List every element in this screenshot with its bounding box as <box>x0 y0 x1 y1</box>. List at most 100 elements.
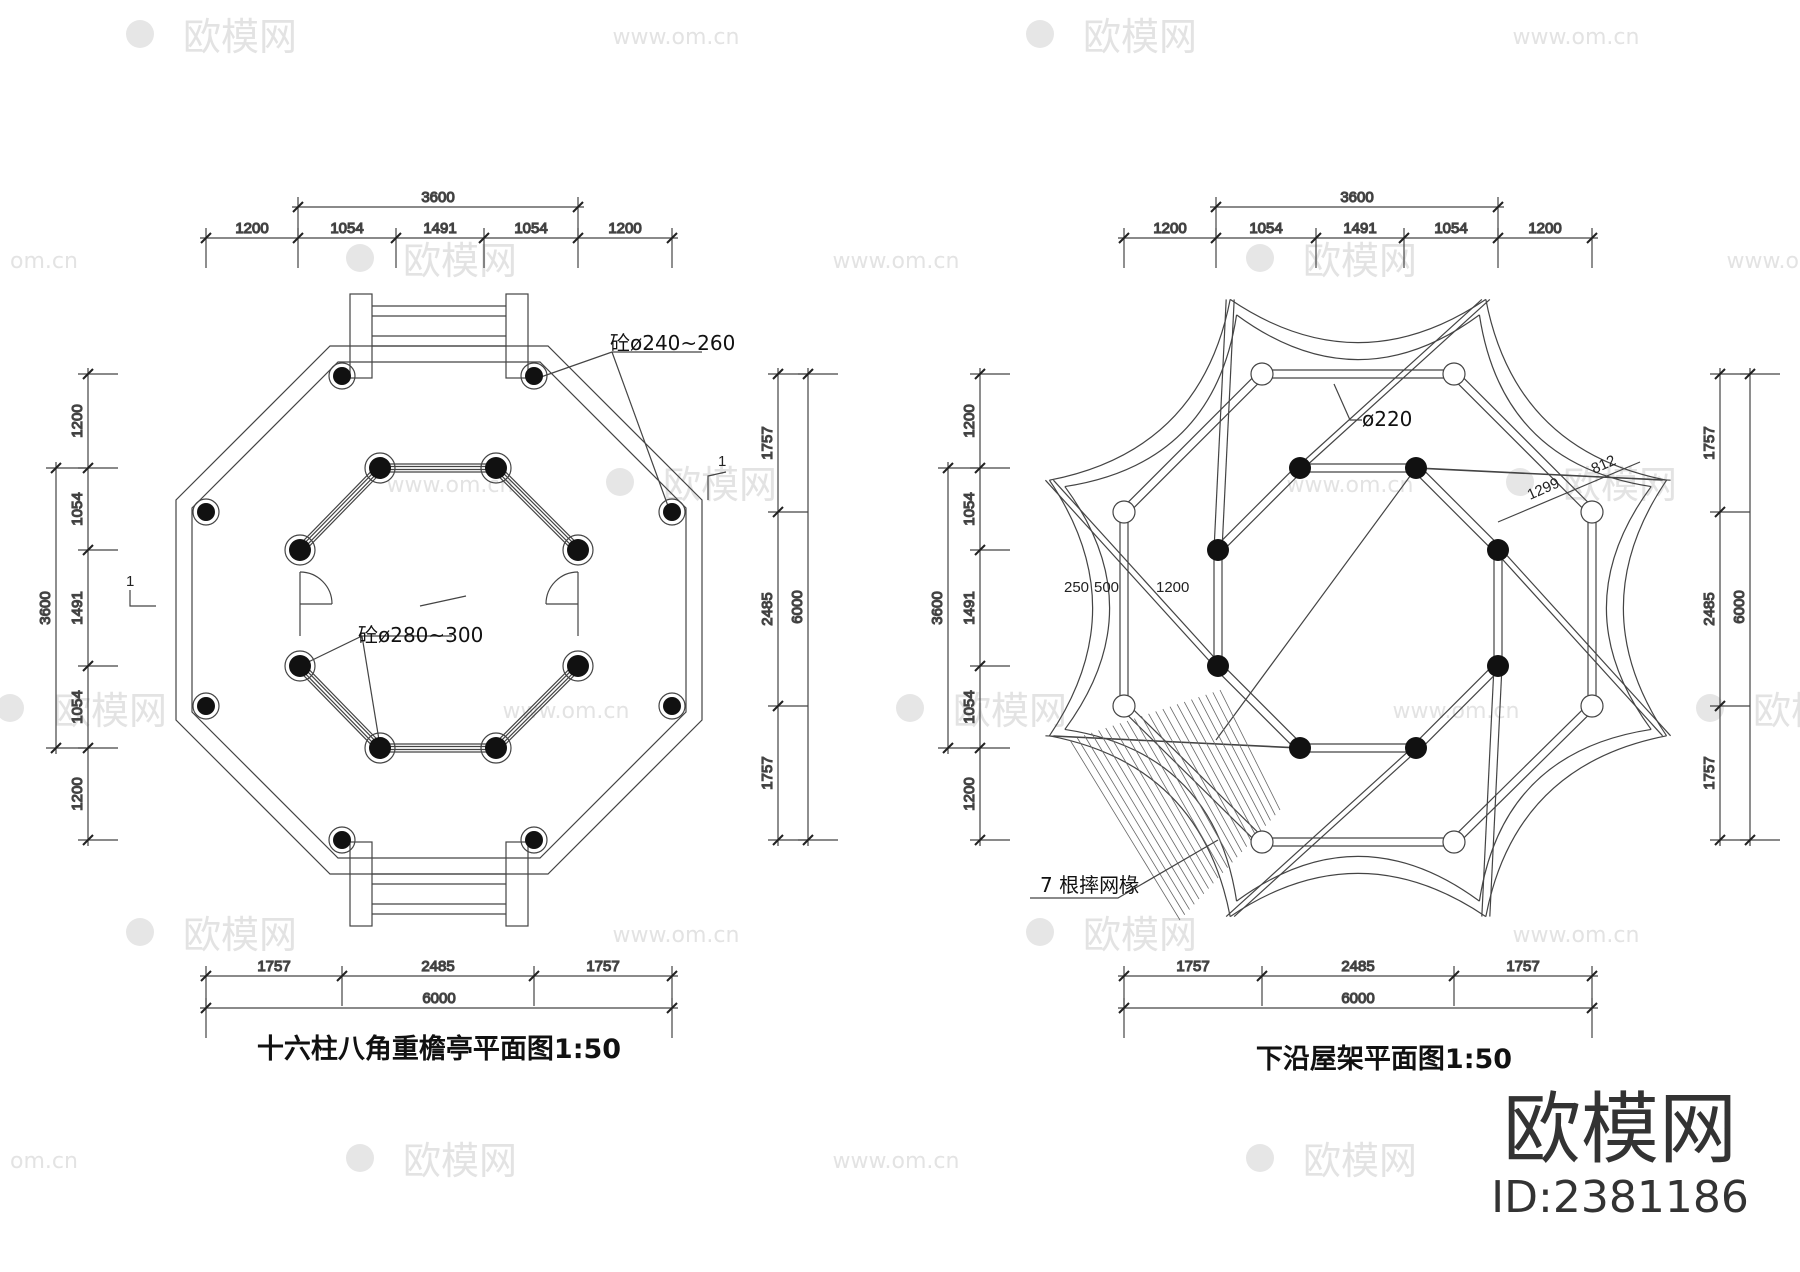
left-top-dim-tick <box>572 232 584 244</box>
watermark-url: www.om.cn <box>613 923 740 948</box>
watermark-logo: 欧模网 <box>403 239 517 283</box>
frame-outer-column <box>1442 830 1466 854</box>
right-right-overall-dim-tick <box>1744 834 1756 846</box>
left-left-dim-tick <box>82 834 94 846</box>
outer-column-label: 砼ø240~260 <box>610 331 735 355</box>
right-left-dim-tick <box>974 462 986 474</box>
rafter-hatch-line <box>1198 696 1267 826</box>
inner-wall-line <box>298 666 380 750</box>
section-mark-right <box>707 471 727 500</box>
inner-beam <box>1418 464 1502 548</box>
left-top-dim-tick <box>666 232 678 244</box>
frame-column <box>1487 539 1509 561</box>
dim-500: 500 <box>1094 579 1119 596</box>
left-bottom-dim-text: 2485 <box>421 958 454 975</box>
leader-column <box>1333 383 1362 421</box>
watermark-url-short: om.cn <box>10 249 78 274</box>
left-left-dim-tick <box>82 742 94 754</box>
roof-edge-inner <box>1478 314 1652 488</box>
rafter-hatch-line <box>1105 727 1205 895</box>
rafter-hatch-line <box>1141 715 1228 868</box>
inner-beam <box>1220 662 1304 746</box>
right-plan-columns <box>1112 362 1604 854</box>
right-right-dim-tick <box>1714 368 1726 380</box>
left-top-dim-text: 1491 <box>423 220 456 237</box>
watermark-logo-icon <box>1246 1144 1274 1172</box>
right-top-dim-text: 1200 <box>1528 220 1561 237</box>
watermark-url-short: om.cn <box>10 1149 78 1174</box>
rafter-hatch-line <box>1091 732 1195 905</box>
rafter-hatch-line <box>1191 699 1262 832</box>
hip-rafter <box>1233 747 1421 918</box>
watermark-logo: 欧模网 <box>1083 913 1197 957</box>
rafter-hatch-line <box>1148 713 1233 863</box>
hip-rafter <box>1481 665 1495 917</box>
roof-edge-inner <box>1605 486 1652 730</box>
watermark-url: www.om.cn <box>833 1149 960 1174</box>
watermark-url: www.om.cn <box>1513 25 1640 50</box>
diag-dim-line <box>1497 461 1641 523</box>
column-diameter-label: ø220 <box>1362 407 1412 431</box>
door-right <box>545 571 579 636</box>
inner-wall-line <box>300 664 382 748</box>
right-right-overall-dim-text: 6000 <box>1731 590 1748 623</box>
platform-outer-octagon <box>175 345 703 875</box>
watermark-url: www.om.cn <box>503 699 630 724</box>
outer-column <box>197 503 215 521</box>
outer-beam <box>1120 370 1260 510</box>
right-top-dim-tick <box>1586 232 1598 244</box>
left-left-overall-dim-text: 3600 <box>37 591 54 624</box>
outer-column <box>663 503 681 521</box>
inner-wall-line <box>296 668 378 752</box>
outer-beam <box>1450 376 1590 516</box>
left-left-dim-text: 1491 <box>69 591 86 624</box>
hip-rafter <box>1052 479 1223 667</box>
outer-column <box>525 367 543 385</box>
watermark-logo-icon <box>1026 20 1054 48</box>
left-top-dim-tick <box>478 232 490 244</box>
inner-beam <box>1418 668 1502 752</box>
hip-rafter <box>1221 299 1235 551</box>
outer-beam <box>1456 370 1596 510</box>
inner-wall-line <box>298 466 380 550</box>
right-left-dim-text: 1054 <box>961 690 978 723</box>
frame-outer-column <box>1580 500 1604 524</box>
rafter-label: 7 根摔网椽 <box>1040 873 1139 897</box>
watermark-logo-icon <box>1506 468 1534 496</box>
inner-column-ring <box>480 452 512 484</box>
roof-edge <box>1229 298 1487 344</box>
right-bottom-dim-tick <box>1586 970 1598 982</box>
left-top-dim-text: 1054 <box>330 220 363 237</box>
left-top-dim-tick <box>390 232 402 244</box>
watermark-logo: 欧模网 <box>953 689 1067 733</box>
watermark-url: www.om.cn <box>1287 473 1414 498</box>
roof-frame-members <box>1044 298 1672 918</box>
rafter-hatch-line <box>1112 725 1209 889</box>
right-bottom-dim-tick <box>1118 970 1130 982</box>
hip-rafter <box>1501 549 1672 737</box>
frame-outer-column <box>1250 830 1274 854</box>
rafter-hatch-line <box>1119 723 1214 884</box>
inner-column <box>485 737 507 759</box>
left-top-dim-text: 1054 <box>514 220 547 237</box>
roof-edge-inner <box>1478 728 1652 902</box>
inner-wall-line <box>492 470 576 554</box>
outer-column <box>197 697 215 715</box>
right-right-dim-text: 1757 <box>1701 756 1718 789</box>
outer-column <box>525 831 543 849</box>
frame-outer-column <box>1442 362 1466 386</box>
right-bottom-dim-tick <box>1448 970 1460 982</box>
watermark-url: www.om.cn <box>613 25 740 50</box>
left-left-overall-dim-tick <box>50 742 62 754</box>
left-right-dim-text: 1757 <box>759 426 776 459</box>
watermark-logo: 欧模网 <box>403 1139 517 1183</box>
inner-beam <box>1412 470 1496 554</box>
right-left-dim-text: 1491 <box>961 591 978 624</box>
watermark-logo-icon <box>1696 694 1724 722</box>
watermark-url: www.om.cn <box>1727 249 1800 274</box>
right-bottom-overall-dim-tick <box>1118 1002 1130 1014</box>
watermark-url: www.om.cn <box>833 249 960 274</box>
frame-outer-column <box>1250 362 1274 386</box>
right-right-dim-tick <box>1714 834 1726 846</box>
